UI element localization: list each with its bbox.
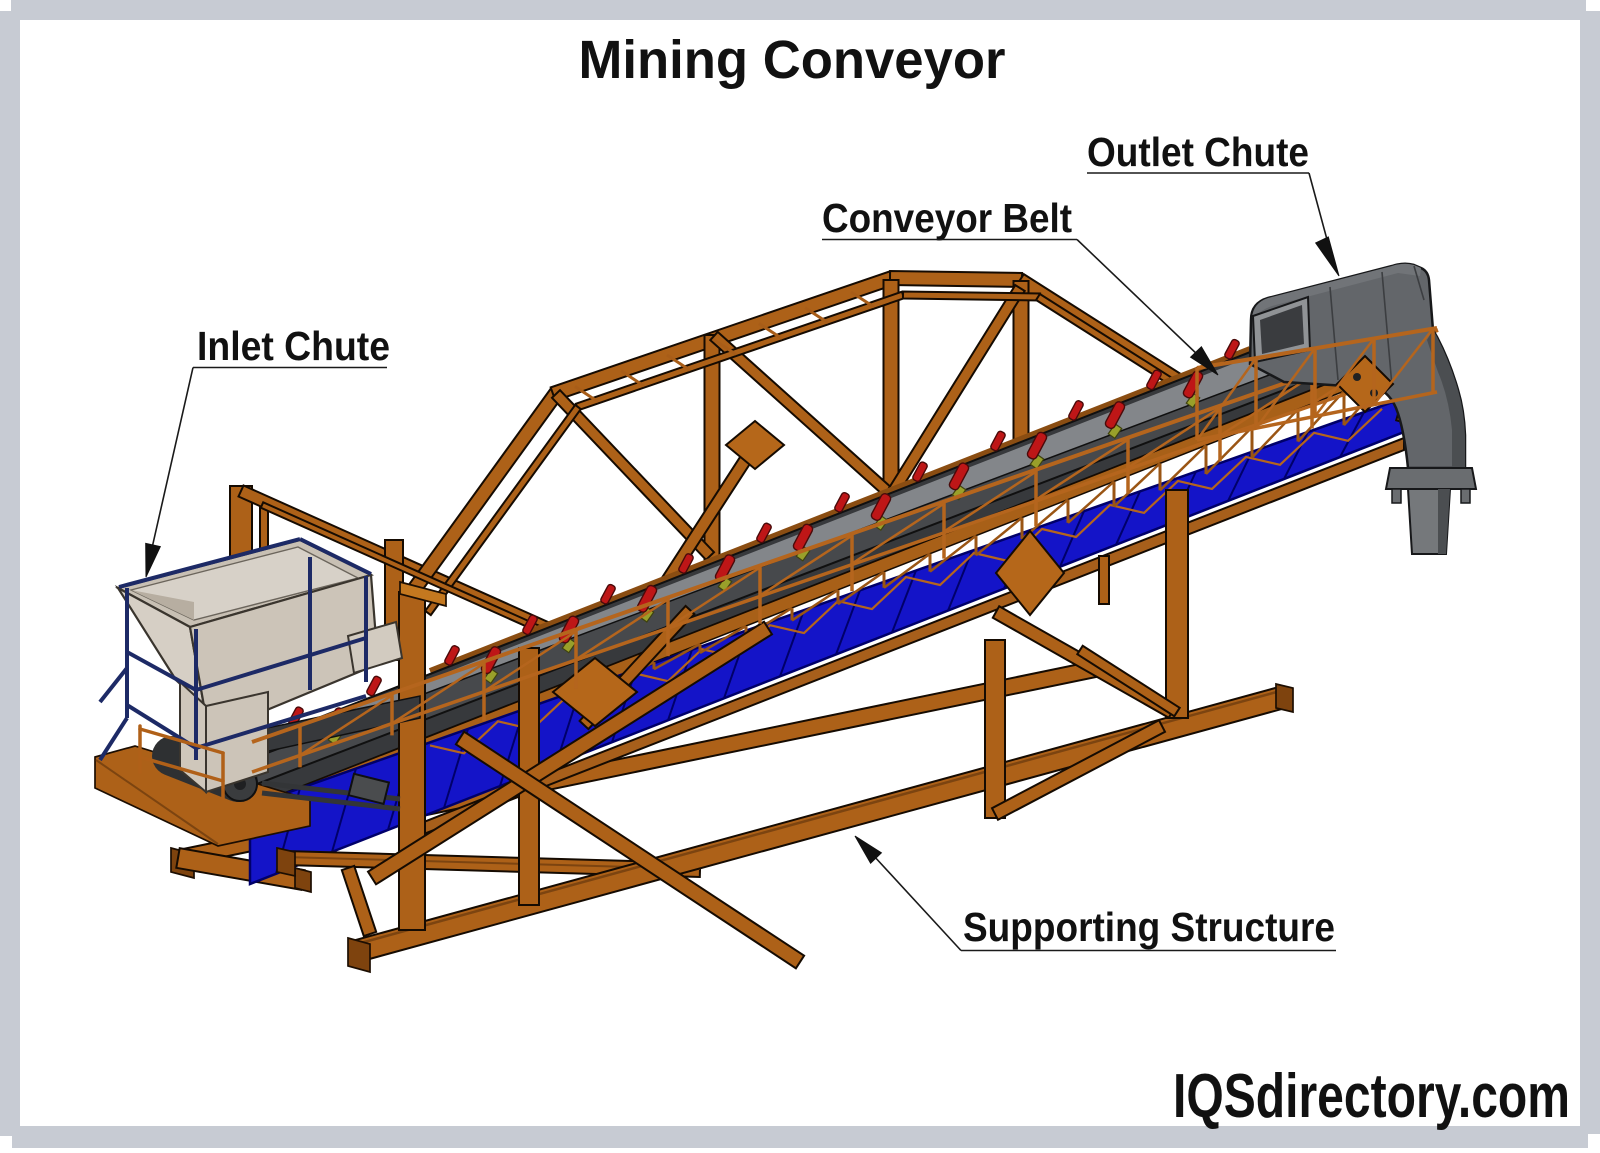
svg-text:Supporting Structure: Supporting Structure — [963, 904, 1335, 950]
svg-text:Mining Conveyor: Mining Conveyor — [579, 30, 1006, 90]
svg-text:IQSdirectory.com: IQSdirectory.com — [1173, 1062, 1570, 1131]
svg-text:Outlet Chute: Outlet Chute — [1087, 129, 1309, 175]
svg-text:Inlet Chute: Inlet Chute — [197, 323, 390, 369]
svg-text:Conveyor Belt: Conveyor Belt — [822, 195, 1072, 241]
